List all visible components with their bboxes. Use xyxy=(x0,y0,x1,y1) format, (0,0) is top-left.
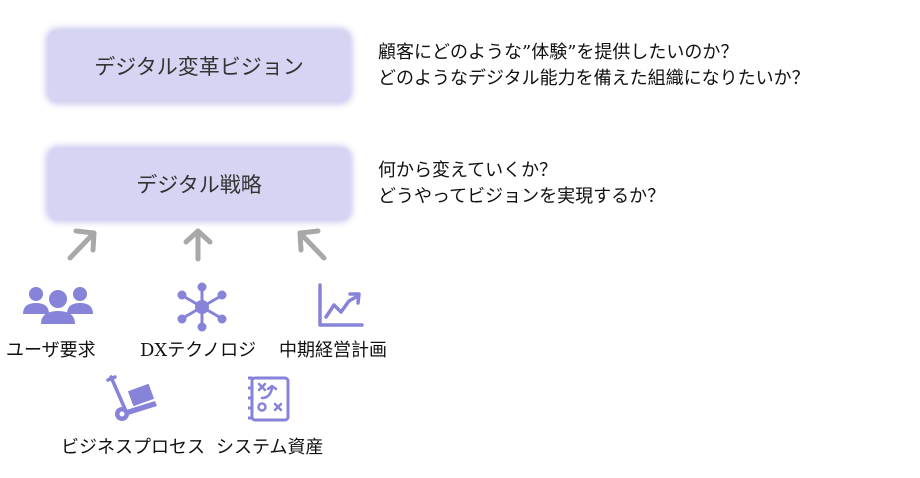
vision-box: デジタル変革ビジョン xyxy=(48,30,350,102)
vision-question-1: 顧客にどのような”体験”を提供したいのか？ xyxy=(378,42,739,63)
strategy-questions: 何から変えていくか？ どうやってビジョンを実現するか？ xyxy=(378,158,665,210)
strategy-box: デジタル戦略 xyxy=(48,148,350,220)
vision-question-2: どのようなデジタル能力を備えた組織になりたいか？ xyxy=(378,68,810,89)
arrow-up-right-icon xyxy=(67,228,97,261)
users-icon xyxy=(23,287,93,324)
arrow-up-left-icon xyxy=(297,228,327,261)
hand-truck-icon xyxy=(106,375,157,421)
vision-title: デジタル変革ビジョン xyxy=(94,55,304,79)
input-label-dx-technology: DXテクノロジ xyxy=(140,340,257,361)
strategy-question-2: どうやってビジョンを実現するか？ xyxy=(378,186,666,207)
input-label-mid-term-plan: 中期経営計画 xyxy=(279,340,387,361)
line-chart-icon xyxy=(318,283,364,327)
input-label-system-assets: システム資産 xyxy=(216,437,324,458)
strategy-title: デジタル戦略 xyxy=(136,173,262,197)
arrow-up-icon xyxy=(183,228,213,262)
strategy-board-icon xyxy=(248,376,290,422)
input-label-user-requirements: ユーザ要求 xyxy=(6,340,96,361)
network-hub-icon xyxy=(177,282,227,332)
strategy-question-1: 何から変えていくか？ xyxy=(378,160,558,181)
vision-questions: 顧客にどのような”体験”を提供したいのか？ どのようなデジタル能力を備えた組織に… xyxy=(378,40,810,92)
input-label-business-process: ビジネスプロセス xyxy=(61,437,205,458)
